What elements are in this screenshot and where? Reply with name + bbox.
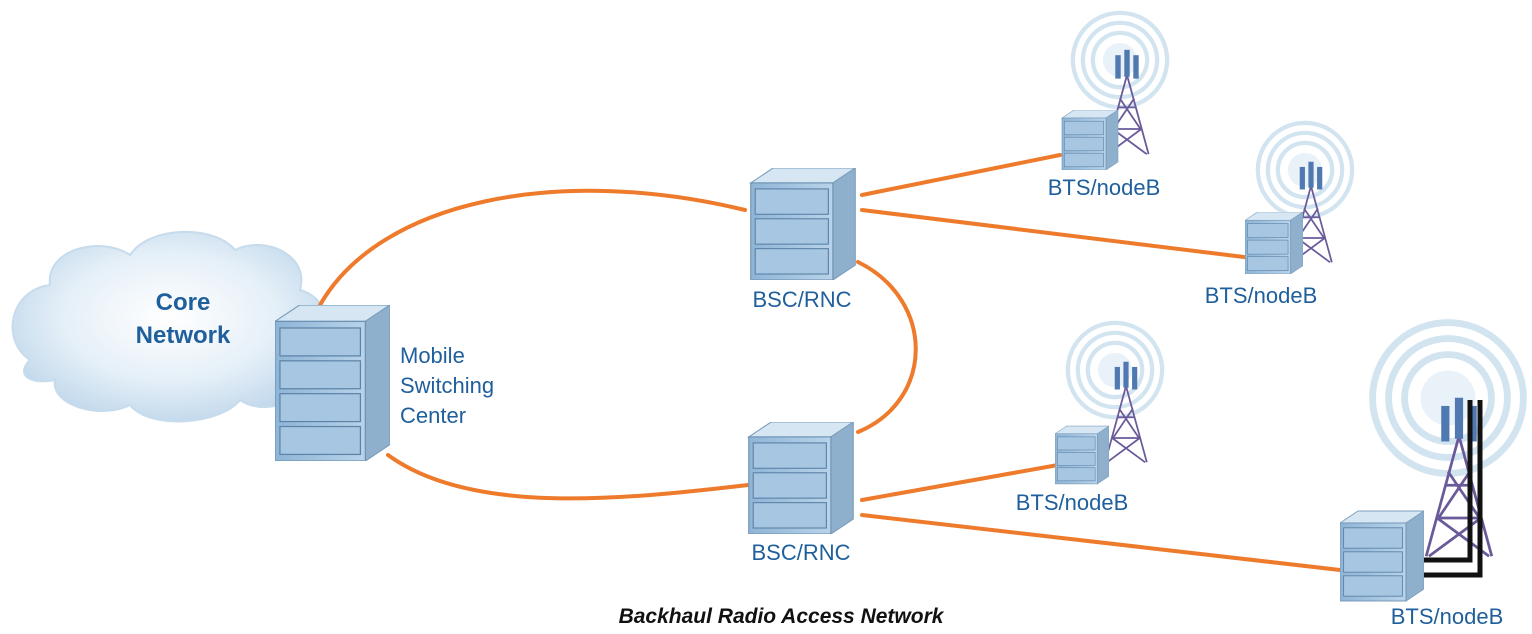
msc-label-line2: Switching: [400, 373, 494, 398]
bts-label-4: BTS/nodeB: [1391, 604, 1504, 629]
bts-label-1: BTS/nodeB: [1048, 175, 1161, 200]
backhaul-links: [318, 153, 1342, 572]
bsc-rnc-bottom: [748, 422, 854, 534]
bts-station-4: [1340, 323, 1523, 602]
link-msc-bottom-bsc: [386, 453, 750, 501]
bsc-rnc-bottom-label: BSC/RNC: [751, 540, 850, 565]
link-bsc-ring: [856, 260, 918, 434]
cloud-label-line2: Network: [136, 322, 231, 349]
bsc-rnc-top-label: BSC/RNC: [752, 287, 851, 312]
cloud-label-line1: Core: [156, 289, 211, 316]
bsc-rnc-top: [750, 168, 856, 280]
bts-station-1: [1061, 13, 1167, 170]
diagram-caption: Backhaul Radio Access Network: [619, 605, 945, 628]
mobile-switching-center: [275, 305, 390, 461]
msc-label-line3: Center: [400, 403, 466, 428]
link-bsc2-bts4: [860, 513, 1342, 572]
link-msc-top-bsc: [318, 188, 747, 307]
link-bsc1-bts1: [860, 153, 1062, 197]
link-bsc1-bts2: [860, 208, 1254, 260]
msc-label-line1: Mobile: [400, 343, 465, 368]
bts-station-2: [1245, 123, 1352, 274]
bts-station-3: [1055, 323, 1162, 485]
bts-label-3: BTS/nodeB: [1016, 490, 1129, 515]
link-bsc2-bts3: [860, 463, 1060, 502]
bts-label-2: BTS/nodeB: [1205, 283, 1318, 308]
